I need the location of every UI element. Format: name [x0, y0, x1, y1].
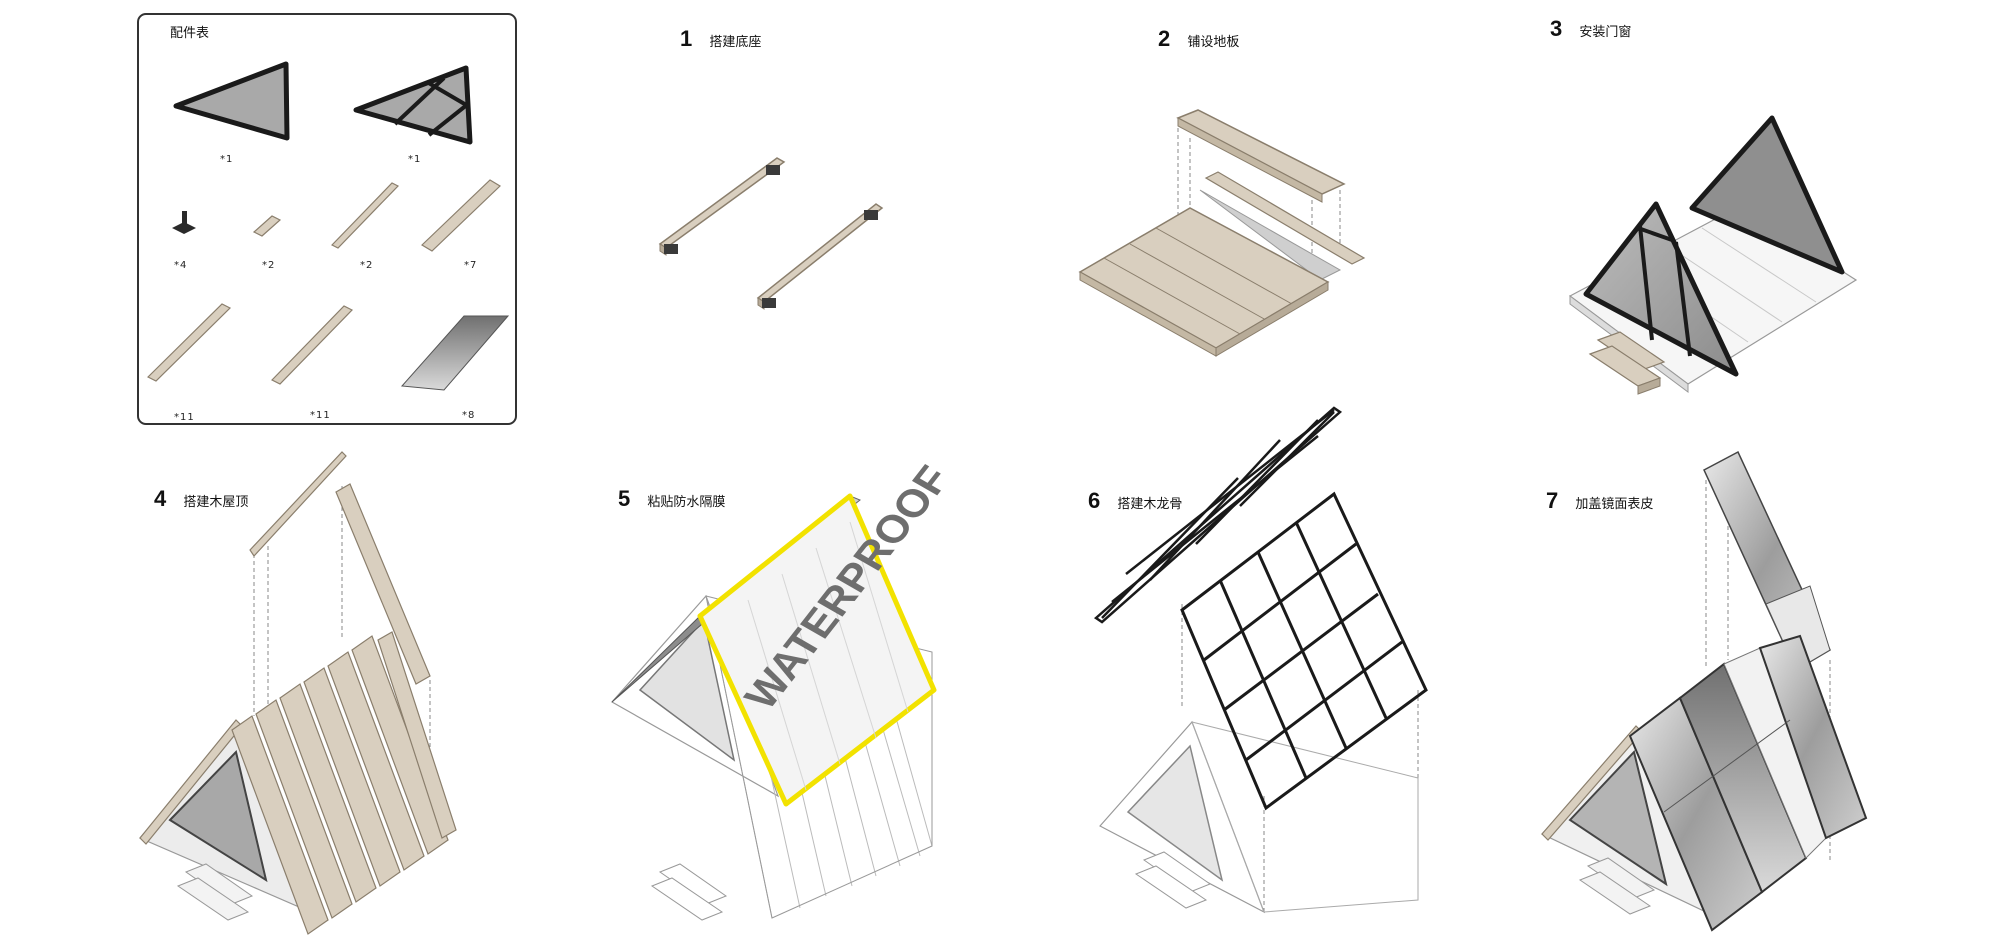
part-wood-block	[252, 215, 282, 237]
step-2-heading: 2 铺设地板	[1158, 28, 1239, 54]
front-window-triangle	[1583, 201, 1739, 377]
step-1-heading: 1 搭建底座	[680, 28, 761, 54]
floor-deck	[1078, 207, 1330, 349]
step-3-number: 3	[1550, 16, 1563, 41]
step-5-number: 5	[618, 486, 631, 511]
step-2-title: 铺设地板	[1187, 35, 1240, 50]
parts-panel-title: 配件表	[170, 26, 210, 41]
qty-long-plank-b: *11	[310, 410, 331, 421]
part-long-plank-b	[270, 305, 354, 385]
roof-keel-grid	[1180, 491, 1428, 811]
step-7-title: 加盖镜面表皮	[1575, 497, 1654, 512]
step2-illustration	[1078, 109, 1366, 357]
waterproof-membrane	[697, 493, 937, 807]
part-wood-stick	[330, 182, 400, 249]
step5-illustration: WATERPROOF	[611, 458, 959, 921]
qty-floor-board: *7	[464, 260, 478, 271]
step3-illustration	[1568, 115, 1858, 395]
step4-illustration	[139, 451, 457, 935]
step-4-number: 4	[154, 486, 167, 511]
step6-illustration	[1093, 406, 1428, 914]
qty-bracket: *4	[174, 260, 188, 271]
step-1-number: 1	[680, 26, 693, 51]
qty-window-triangle: *1	[408, 154, 422, 165]
floating-keel-grid	[1093, 406, 1343, 624]
qty-mirror-sheet: *8	[462, 410, 476, 421]
back-glass-triangle	[1689, 115, 1845, 275]
roof-planks	[231, 631, 457, 935]
step1-illustration	[658, 157, 884, 310]
step-6-heading: 6 搭建木龙骨	[1088, 490, 1182, 516]
qty-long-plank-a: *11	[174, 412, 195, 423]
qty-glass-triangle: *1	[220, 154, 234, 165]
step-4-heading: 4 搭建木屋顶	[154, 488, 248, 514]
step-1-title: 搭建底座	[709, 35, 762, 50]
base-beam-b	[756, 203, 884, 310]
step7-illustration	[1541, 450, 1868, 932]
part-long-plank-a	[146, 303, 232, 382]
part-glass-triangle	[173, 61, 290, 141]
floor-board-loose-top	[1176, 109, 1346, 195]
step-6-number: 6	[1088, 488, 1101, 513]
step-5-heading: 5 粘贴防水隔膜	[618, 488, 725, 514]
step-7-number: 7	[1546, 488, 1559, 513]
qty-wood-stick: *2	[360, 260, 374, 271]
step-4-title: 搭建木屋顶	[183, 495, 249, 510]
step-6-title: 搭建木龙骨	[1117, 497, 1183, 512]
step-7-heading: 7 加盖镜面表皮	[1546, 490, 1653, 516]
step-5-title: 粘贴防水隔膜	[647, 495, 726, 510]
base-beam-a	[658, 157, 786, 256]
part-floor-board	[421, 179, 501, 252]
step-3-title: 安装门窗	[1579, 25, 1632, 40]
parts-panel	[137, 13, 517, 425]
part-mirror-sheet	[400, 315, 510, 391]
mirror-skin-panel-c	[1758, 634, 1868, 840]
step-2-number: 2	[1158, 26, 1171, 51]
part-bracket	[172, 211, 196, 234]
part-window-triangle	[353, 65, 473, 145]
step-3-heading: 3 安装门窗	[1550, 18, 1631, 44]
qty-wood-block: *2	[262, 260, 276, 271]
